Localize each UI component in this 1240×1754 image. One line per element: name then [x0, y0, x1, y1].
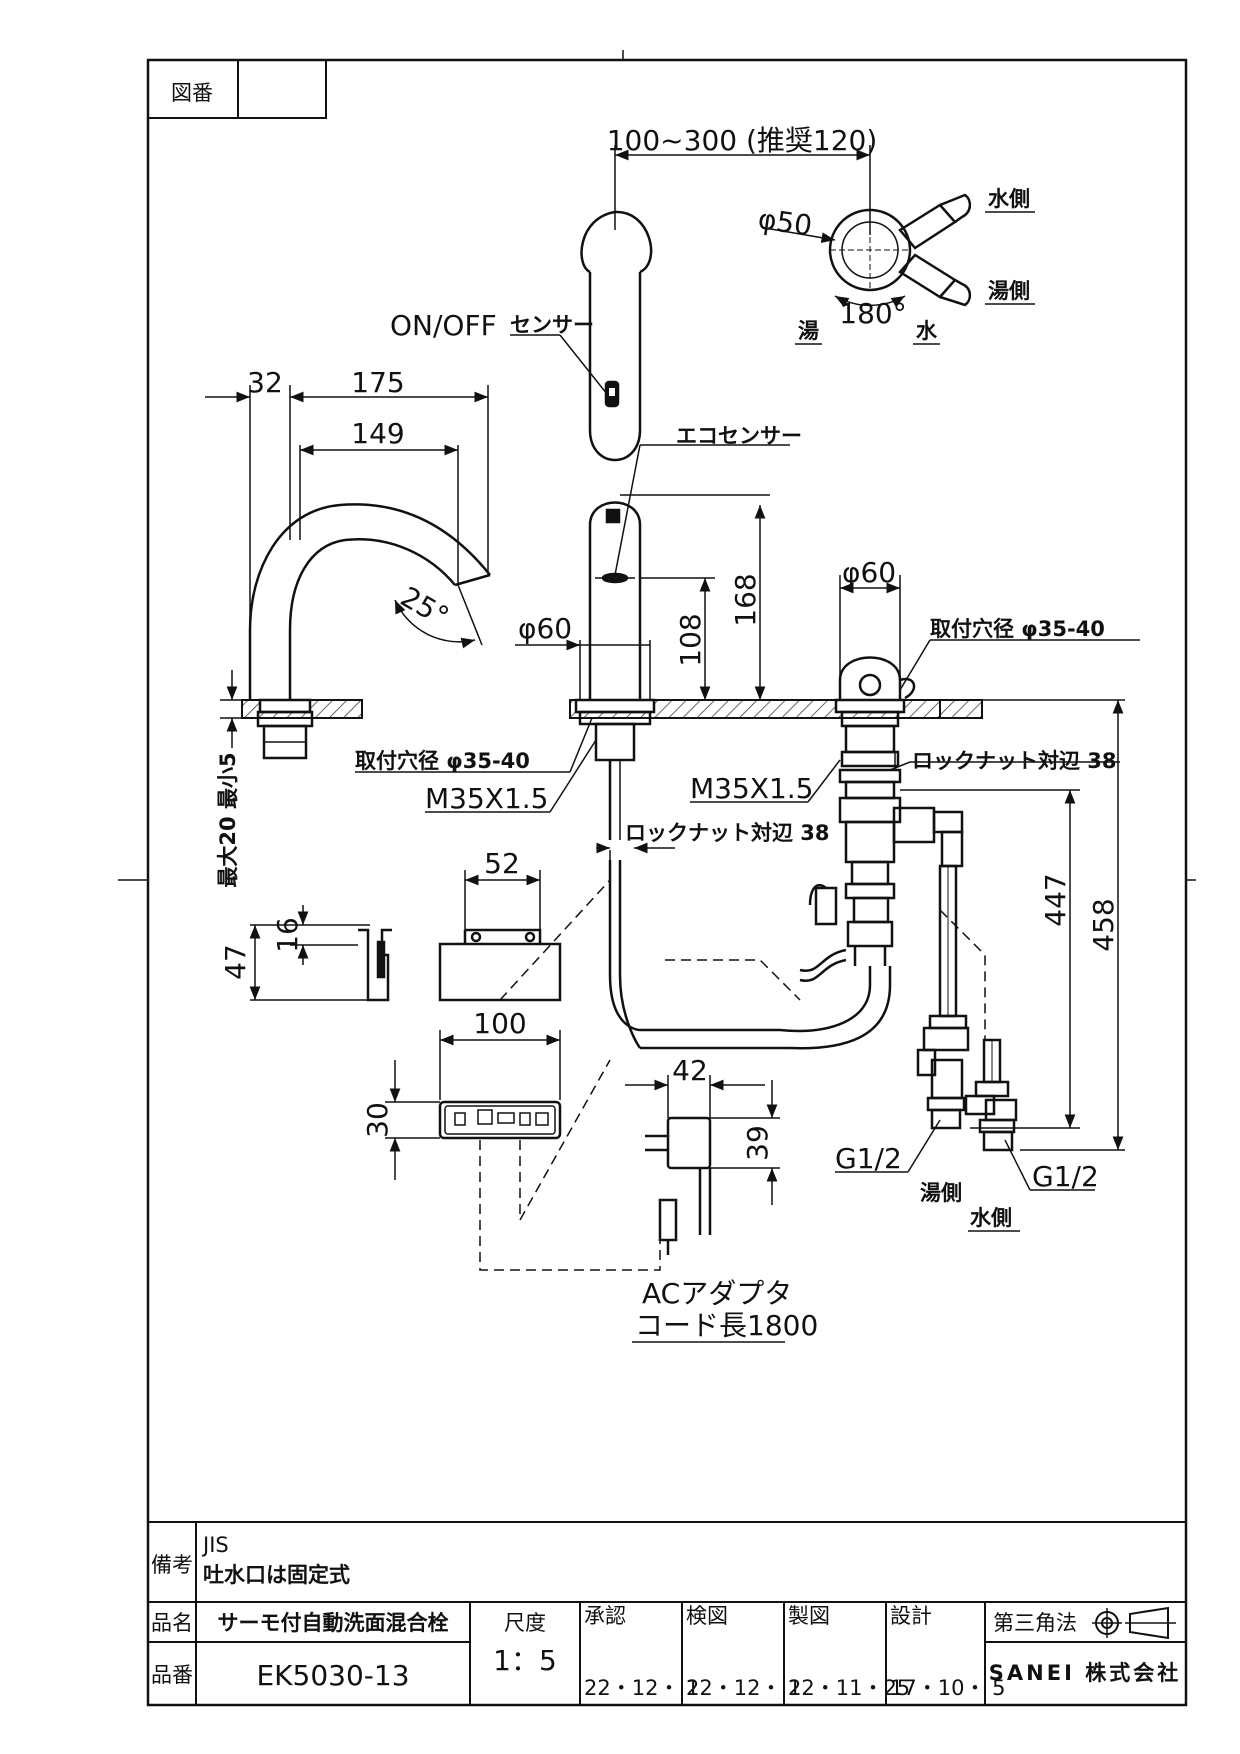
dim-108: 108: [674, 613, 707, 666]
label-mount-hole-valve: 取付穴径 φ35-40: [930, 617, 1105, 641]
label-hot-top: 湯: [798, 319, 819, 343]
dim-install-range: 100~300 (推奨120): [607, 124, 878, 157]
dim-ctrl-30: 30: [361, 1102, 394, 1138]
dim-ad-39: 39: [741, 1125, 774, 1161]
dim-spout-32: 32: [247, 366, 283, 399]
spout-mount-leaders: [355, 717, 675, 860]
dim-phi60-valve: φ60: [842, 556, 896, 589]
dim-phi60-spout: φ60: [518, 612, 572, 645]
designed-date: 17・10・ 5: [890, 1676, 1005, 1700]
drawn-label: 製図: [788, 1604, 830, 1628]
label-water-side-top: 水側: [988, 187, 1030, 211]
checked-date: 22・12・ 1: [686, 1676, 801, 1700]
approved-date: 22・12・ 1: [584, 1676, 699, 1700]
approved-label: 承認: [584, 1604, 626, 1628]
valve-dimensions: [690, 575, 1140, 1151]
dim-angle-25: 25°: [395, 580, 454, 633]
dim-box-52: 52: [484, 847, 520, 880]
product-name: サーモ付自動洗面混合栓: [218, 1611, 449, 1635]
label-locknut-spout: ロックナット対辺 38: [625, 821, 830, 845]
projection-label: 第三角法: [993, 1611, 1077, 1635]
dim-458: 458: [1087, 898, 1120, 951]
dim-447: 447: [1039, 873, 1072, 926]
label-thread-spout: M35X1.5: [425, 782, 549, 815]
spout-side-view: [248, 503, 491, 760]
product-name-label: 品名: [151, 1611, 193, 1635]
dim-box-47: 47: [219, 944, 252, 980]
dim-d50: φ50: [756, 202, 814, 242]
dim-thickness: 最大20 最小5: [216, 752, 240, 887]
label-hot-side-bottom: 湯側: [920, 1181, 962, 1205]
label-g-left: G1/2: [835, 1142, 902, 1175]
scale-value: 1：5: [493, 1644, 557, 1677]
drawing-number-label: 図番: [171, 81, 213, 105]
dim-spout-149: 149: [351, 417, 404, 450]
dim-ad-42: 42: [672, 1054, 708, 1087]
connection-leaders: [835, 1119, 1095, 1191]
sensor-dimensions: [510, 145, 871, 395]
label-g-right: G1/2: [1032, 1160, 1099, 1193]
label-locknut-valve: ロックナット対辺 38: [912, 749, 1117, 773]
drawing-frame: [118, 50, 1196, 1707]
label-water-side-bottom: 水側: [970, 1206, 1012, 1230]
on-off-sensor-label-b: センサー: [510, 313, 594, 337]
label-ac-adapter-a: ACアダプタ: [642, 1277, 792, 1310]
dim-spout-175: 175: [351, 366, 404, 399]
title-block-grid: [148, 1521, 1186, 1705]
ac-adapter: [645, 1116, 712, 1255]
product-number-label: 品番: [151, 1663, 193, 1687]
label-thread-valve: M35X1.5: [690, 772, 814, 805]
label-eco-sensor: エコセンサー: [676, 424, 802, 448]
remarks-line2: 吐水口は固定式: [203, 1563, 350, 1587]
spout-dimensions: [205, 385, 489, 700]
checked-label: 検図: [686, 1604, 728, 1628]
label-mount-hole-spout: 取付穴径 φ35-40: [355, 749, 530, 773]
dim-168: 168: [729, 573, 762, 626]
remarks-line1: JIS: [201, 1533, 229, 1557]
valve-top-view: [764, 193, 972, 308]
dim-ctrl-100: 100: [473, 1007, 526, 1040]
wiring-dashed-lines: [479, 879, 986, 1271]
product-number: EK5030-13: [256, 1659, 409, 1692]
scale-label: 尺度: [504, 1611, 546, 1635]
label-water-top: 水: [916, 319, 938, 343]
company-name: SANEI 株式会社: [989, 1661, 1181, 1685]
on-off-sensor-label-a: ON/OFF: [390, 309, 497, 342]
supply-hose: [608, 860, 642, 1049]
designed-label: 設計: [890, 1604, 932, 1628]
remarks-label: 備考: [151, 1553, 193, 1577]
dim-angle-180: 180°: [839, 297, 906, 330]
dim-box-16: 16: [271, 917, 304, 953]
control-box: [358, 928, 562, 1140]
ac-adapter-dimensions: [625, 1075, 780, 1205]
control-box-dimensions: [249, 870, 561, 1180]
third-angle-projection-icon: [1092, 1606, 1176, 1640]
thickness-dimension: [220, 670, 242, 748]
sensor-body: [574, 501, 656, 840]
label-ac-adapter-b: コード長1800: [635, 1309, 818, 1342]
label-hot-side-top: 湯側: [988, 279, 1030, 303]
drawn-date: 22・11・25: [788, 1676, 910, 1700]
sensor-body-dimensions: [515, 444, 790, 700]
